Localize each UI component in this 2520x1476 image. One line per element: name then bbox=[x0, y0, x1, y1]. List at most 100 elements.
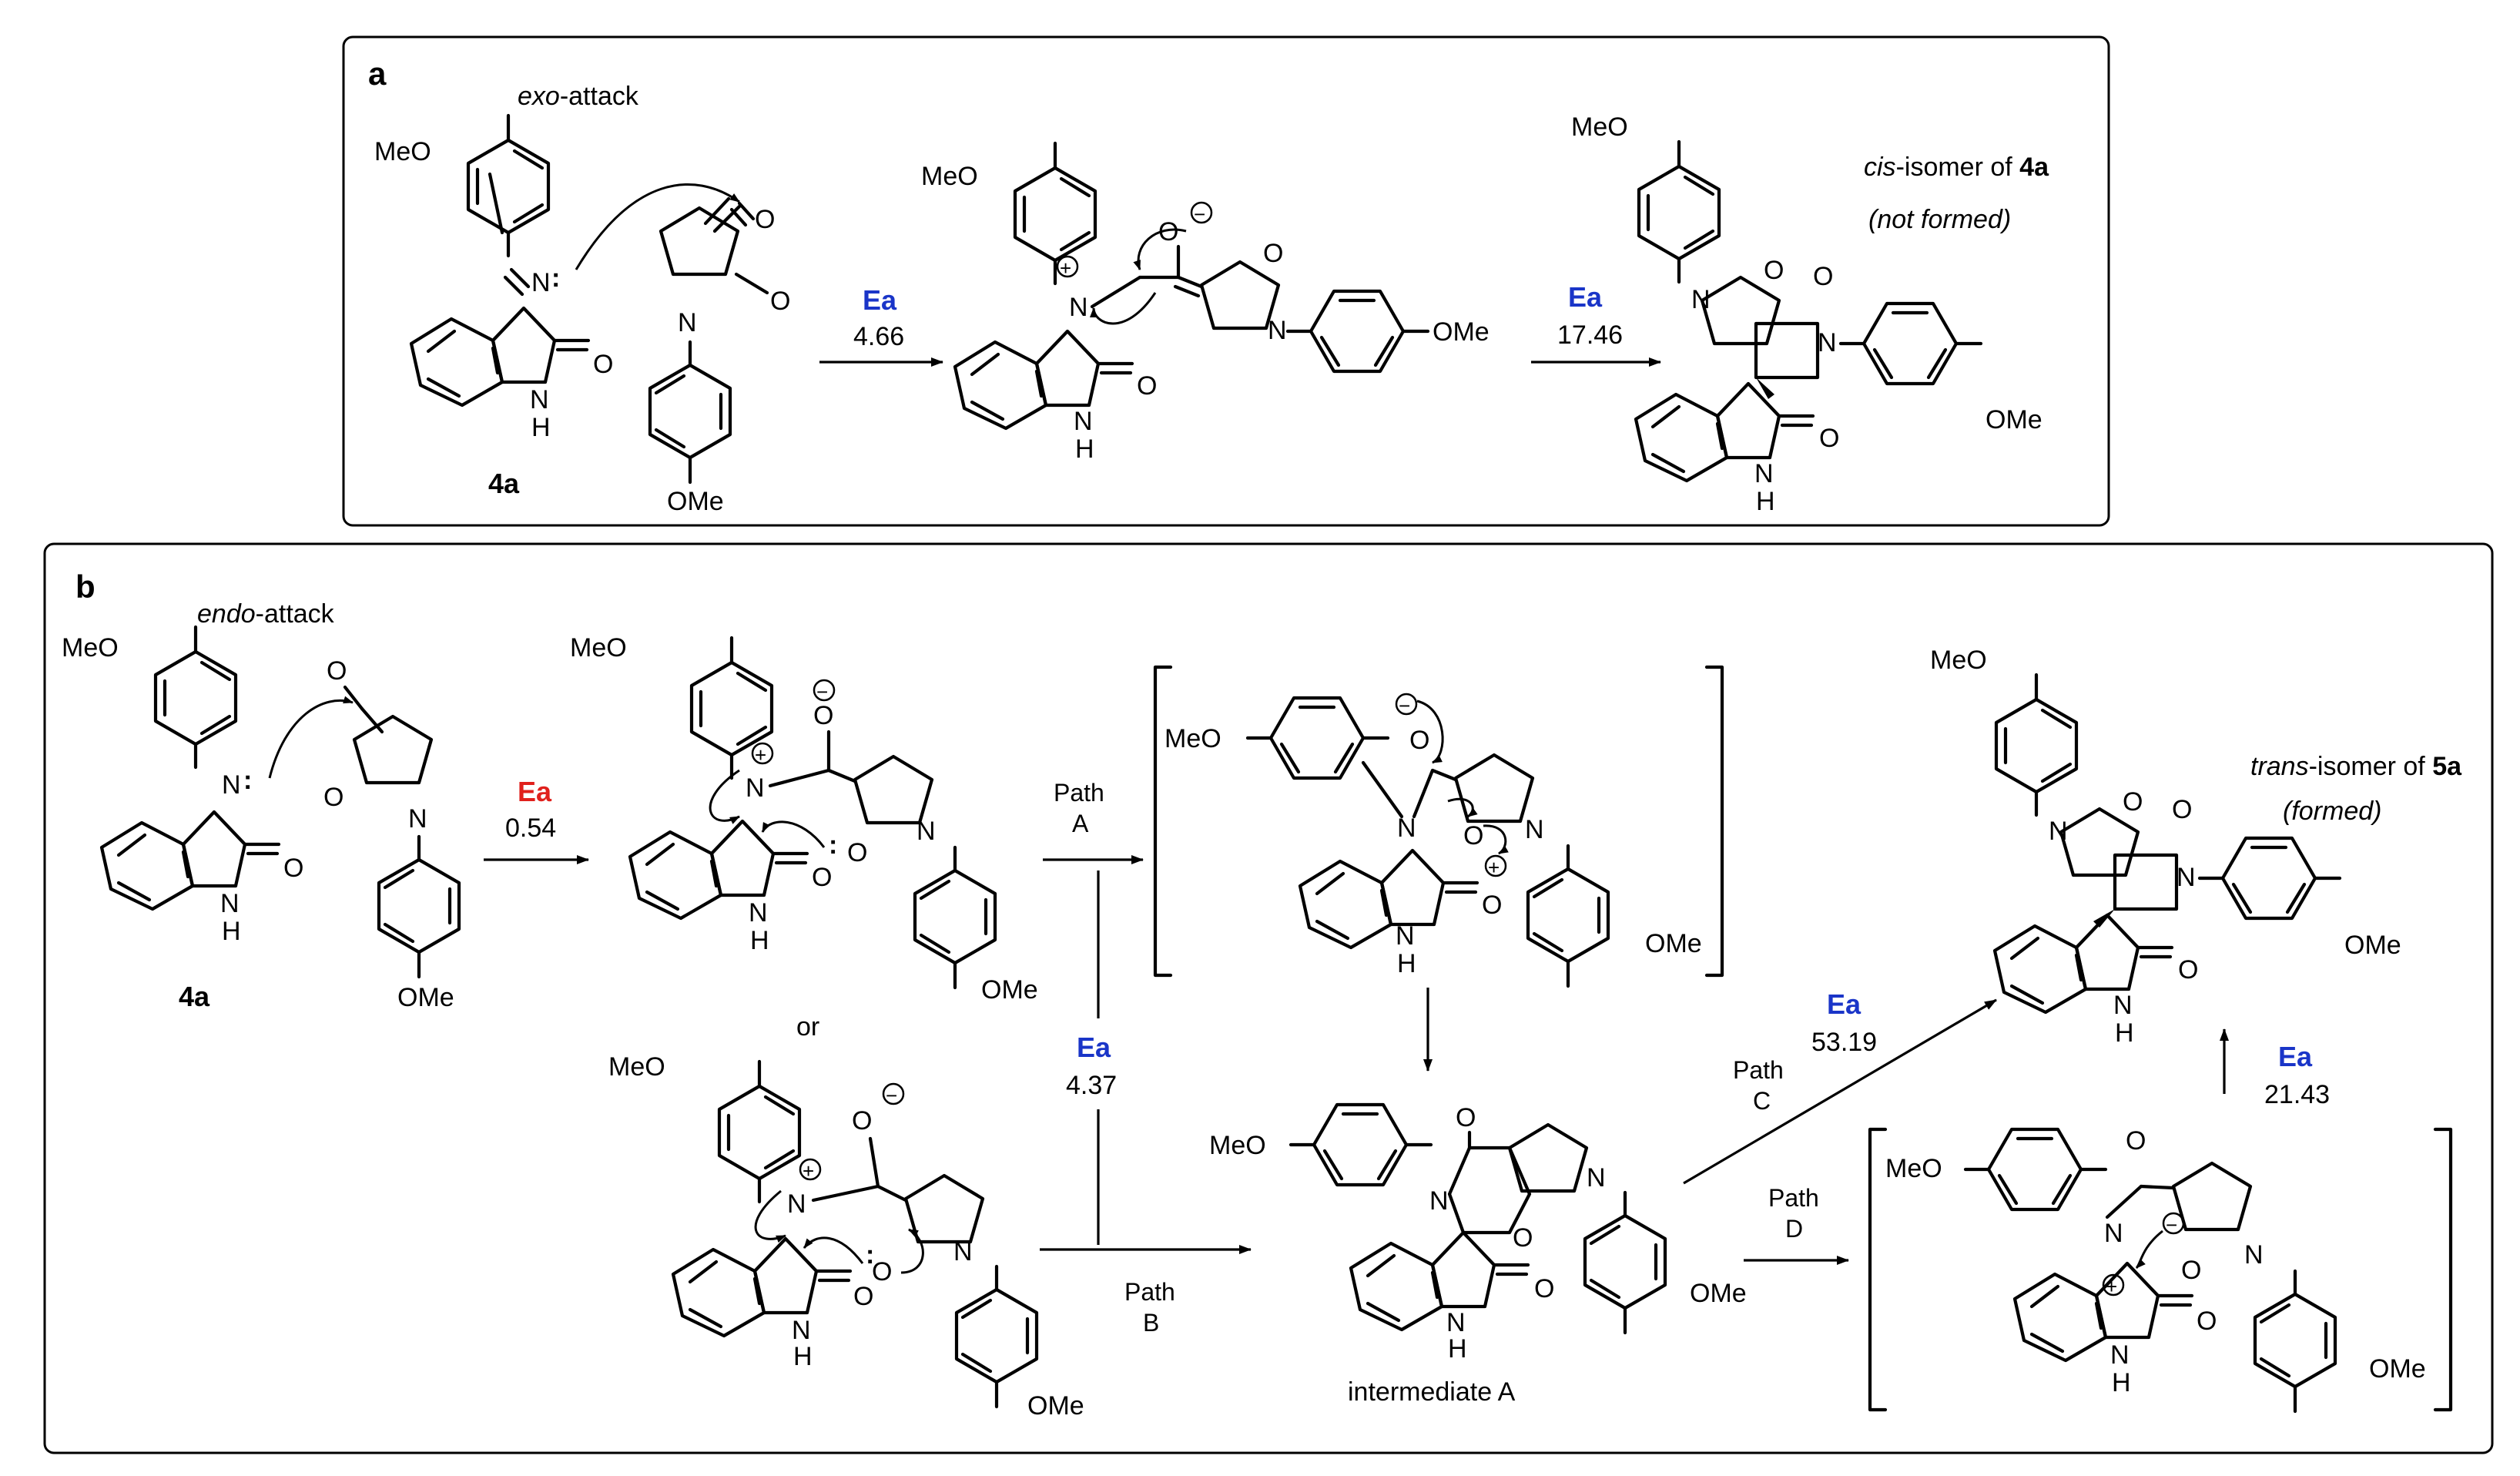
path-b-line1: Path bbox=[1124, 1278, 1175, 1306]
path-ab-ea-value: 4.37 bbox=[1066, 1071, 1117, 1100]
beta-lactam-n: N bbox=[2177, 863, 2196, 892]
path-d-line1: Path bbox=[1768, 1184, 1819, 1212]
panel-b-ea-1-value: 0.54 bbox=[505, 813, 556, 843]
ome-label: OMe bbox=[2369, 1354, 2426, 1384]
iminium-n: N bbox=[787, 1189, 806, 1219]
meo-label: MeO bbox=[921, 162, 978, 191]
minus-charge: − bbox=[2166, 1213, 2177, 1236]
iminium-n: N bbox=[1069, 293, 1088, 322]
minus-charge: − bbox=[1194, 203, 1205, 226]
panel-a-label: a bbox=[368, 55, 387, 92]
beta-lactam-o: O bbox=[2172, 795, 2192, 824]
nh-h: H bbox=[1397, 949, 1416, 978]
nh-n: N bbox=[1396, 921, 1415, 951]
path-c-ea-value: 53.19 bbox=[1811, 1028, 1877, 1057]
path-c-ea-label: Ea bbox=[1827, 988, 1862, 1020]
panel-a-product-note: (not formed) bbox=[1868, 205, 2011, 234]
lactam-o: O bbox=[872, 1257, 892, 1286]
panel-a-attack-title: exo-attack bbox=[518, 82, 639, 111]
carbonyl-o: O bbox=[283, 854, 303, 883]
ome-label: OMe bbox=[1690, 1279, 1747, 1308]
meo-label: MeO bbox=[1885, 1154, 1942, 1183]
attack-arrow bbox=[268, 696, 354, 779]
enolate-o: O bbox=[813, 701, 833, 730]
lactam-n: N bbox=[1587, 1163, 1606, 1193]
meo-label: MeO bbox=[1209, 1131, 1266, 1160]
panel-b: b endo-attack MeO N : O N H 4a O O N OMe bbox=[43, 542, 2494, 1454]
nh-h: H bbox=[2112, 1368, 2131, 1397]
carbonyl-o: O bbox=[2197, 1307, 2217, 1336]
oxonium-o: O bbox=[1463, 821, 1483, 850]
path-d-line2: D bbox=[1785, 1215, 1803, 1243]
intermediate-a: MeO N O O N OMe O N H bbox=[1209, 1103, 1747, 1364]
plus-charge: + bbox=[755, 743, 766, 767]
nh-h: H bbox=[222, 917, 241, 946]
lactam-n: N bbox=[1525, 815, 1544, 844]
meo-label: MeO bbox=[1164, 724, 1221, 753]
carbonyl-o: O bbox=[1482, 891, 1502, 920]
ketene-o: O bbox=[327, 656, 347, 686]
carbonyl-o: O bbox=[593, 350, 613, 379]
lactam-n: N bbox=[2244, 1240, 2264, 1270]
enolate-o: O bbox=[852, 1106, 872, 1136]
nh-n: N bbox=[2110, 1340, 2130, 1370]
panel-b-zwitterion-2: MeO + N O N H O − O N OMe : bbox=[608, 1052, 1084, 1421]
plus-charge: + bbox=[1488, 856, 1500, 879]
final-ea-label: Ea bbox=[2278, 1041, 2313, 1072]
lactam-n: N bbox=[678, 308, 697, 337]
nh-n: N bbox=[749, 898, 768, 928]
bracket-right bbox=[2433, 1127, 2453, 1412]
panel-a-ea-2-value: 17.46 bbox=[1557, 320, 1623, 350]
panel-b-reactant-imine: MeO N : O N H 4a bbox=[62, 627, 303, 1012]
panel-b-label: b bbox=[75, 569, 96, 605]
path-ab-ea-label: Ea bbox=[1077, 1032, 1111, 1063]
meo-label: MeO bbox=[1930, 646, 1987, 675]
amide-o: O bbox=[1456, 1103, 1476, 1132]
amide-o: O bbox=[2126, 1126, 2146, 1156]
ome-label: OMe bbox=[1645, 929, 1702, 958]
panel-a-frame bbox=[342, 35, 2110, 527]
nh-n: N bbox=[1446, 1308, 1466, 1337]
carbonyl-o: O bbox=[2178, 955, 2198, 985]
lactam-n: N bbox=[917, 817, 936, 846]
nh-h: H bbox=[1448, 1334, 1467, 1364]
trans-product: MeO N O O N OMe O N H bbox=[1930, 646, 2401, 1048]
lactam-o: O bbox=[847, 838, 867, 867]
lactam-o: O bbox=[323, 783, 343, 812]
panel-b-ea-1-label: Ea bbox=[518, 776, 552, 807]
ome-label: OMe bbox=[397, 983, 454, 1012]
ketene-o: O bbox=[755, 205, 775, 234]
lactam-o: O bbox=[2123, 787, 2143, 817]
ome-label: OMe bbox=[2344, 931, 2401, 960]
intermediate-a-label: intermediate A bbox=[1348, 1377, 1516, 1407]
lone-pair: : bbox=[866, 1240, 874, 1270]
carbonyl-o: O bbox=[812, 863, 832, 892]
path-d-intermediate: MeO N O − O N OMe + O N H bbox=[1868, 1126, 2453, 1412]
or-text: or bbox=[796, 1012, 819, 1042]
plus-charge: + bbox=[1060, 257, 1071, 280]
meo-label: MeO bbox=[374, 137, 431, 166]
compound-4a-label: 4a bbox=[179, 981, 210, 1012]
path-a-transition-state: MeO N O − O + N OMe O N H bbox=[1153, 665, 1724, 986]
panel-a-product-title: cis-isomer of 4a bbox=[1864, 153, 2049, 182]
ome-label: OMe bbox=[1433, 317, 1490, 347]
nh-h: H bbox=[793, 1342, 813, 1371]
lactam-n: N bbox=[953, 1237, 973, 1266]
path-c-line1: Path bbox=[1733, 1056, 1784, 1084]
lone-pair: : bbox=[243, 766, 252, 795]
amide-n: N bbox=[1397, 813, 1416, 843]
lactam-n: N bbox=[408, 804, 427, 834]
nh-h: H bbox=[2115, 1018, 2134, 1048]
nh-h: H bbox=[750, 926, 769, 955]
meo-label: MeO bbox=[608, 1052, 665, 1082]
beta-lactam-n: N bbox=[1818, 328, 1837, 357]
ring-o: O bbox=[1513, 1223, 1533, 1253]
carbonyl-o: O bbox=[1819, 424, 1839, 453]
panel-b-frame bbox=[43, 542, 2494, 1454]
beta-lactam-o: O bbox=[1813, 262, 1833, 291]
panel-b-product-title: trans-isomer of 5a bbox=[2250, 752, 2462, 781]
nh-n: N bbox=[1754, 459, 1774, 488]
panel-a-ea-1-value: 4.66 bbox=[853, 322, 904, 351]
panel-a-ea-1-label: Ea bbox=[863, 284, 897, 316]
